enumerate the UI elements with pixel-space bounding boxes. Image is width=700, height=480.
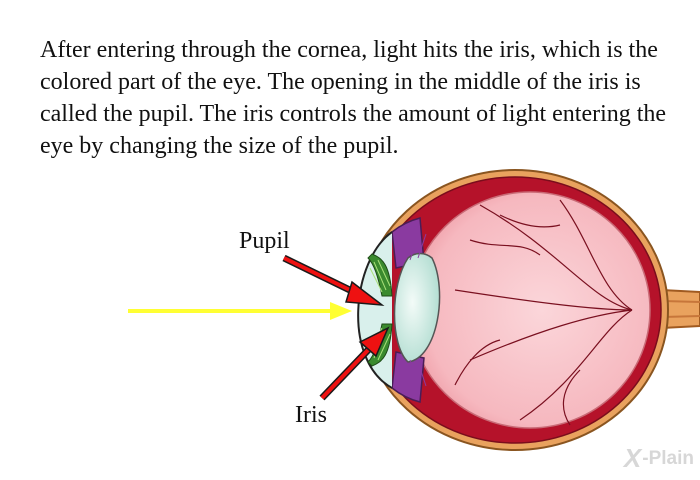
description-paragraph: After entering through the cornea, light… [40,37,667,159]
pupil-pointer-arrow [282,254,385,306]
iris-pointer-arrow [319,326,390,401]
logo-name: -Plain [642,447,694,469]
retinal-vessels [454,199,633,426]
pupil-label: Pupil [239,228,290,254]
lens [393,252,441,363]
suspensory-ligaments [409,231,427,389]
ciliary-body-lower [391,351,425,403]
light-ray-arrow [128,302,352,320]
xplain-logo: X -Plain [624,443,694,474]
iris-label: Iris [295,402,327,428]
logo-mark: X [623,443,642,473]
